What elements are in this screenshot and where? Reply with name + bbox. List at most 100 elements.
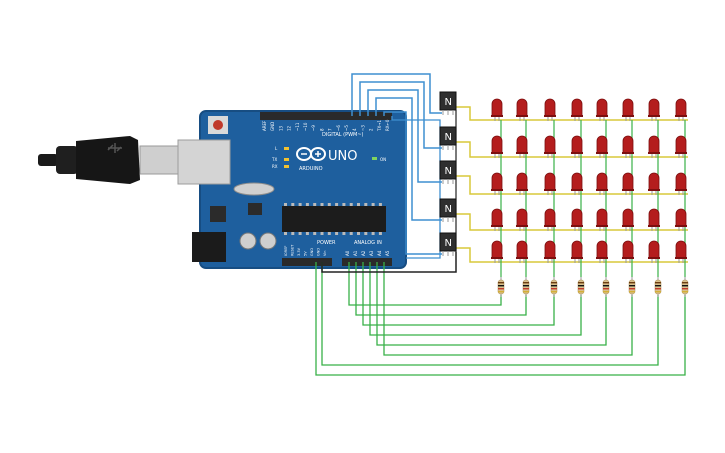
led[interactable] (516, 135, 528, 158)
resistor-band (523, 291, 529, 293)
resistor[interactable] (550, 277, 558, 297)
npn-transistor[interactable]: N (439, 160, 457, 184)
led[interactable] (622, 172, 634, 195)
led-rim (622, 152, 634, 154)
led-rx (284, 165, 289, 168)
led[interactable] (571, 240, 583, 263)
power-pin-label: GND (317, 248, 321, 256)
analog-pin-label: A5 (385, 250, 390, 256)
led-rim (648, 152, 660, 154)
resistor-body (550, 279, 558, 295)
led[interactable] (648, 172, 660, 195)
led[interactable] (491, 208, 503, 231)
led[interactable] (544, 98, 556, 121)
led[interactable] (544, 240, 556, 263)
led[interactable] (622, 98, 634, 121)
led[interactable] (491, 172, 503, 195)
digital-pin-label: 2 (369, 128, 374, 131)
npn-transistor[interactable]: N (439, 126, 457, 150)
digital-pin-label: ~5 (344, 125, 349, 131)
led[interactable] (544, 208, 556, 231)
led[interactable] (622, 135, 634, 158)
resistor[interactable] (602, 277, 610, 297)
crystal (233, 182, 275, 196)
led-rim (596, 257, 608, 259)
usb-cable[interactable] (38, 136, 181, 184)
led[interactable] (516, 208, 528, 231)
led[interactable] (622, 240, 634, 263)
transistor-body (439, 91, 457, 111)
npn-transistor[interactable]: N (439, 198, 457, 222)
led-rim (516, 189, 528, 191)
led[interactable] (491, 135, 503, 158)
power-pin-label: GND (310, 248, 314, 256)
led[interactable] (622, 208, 634, 231)
chip-pin (327, 232, 331, 235)
resistor-body (577, 279, 585, 295)
led[interactable] (544, 135, 556, 158)
led-rim (675, 225, 687, 227)
led-rim (622, 115, 634, 117)
resistor-body (602, 279, 610, 295)
npn-transistor[interactable]: N (439, 91, 457, 115)
led[interactable] (571, 98, 583, 121)
npn-transistor[interactable]: N (439, 232, 457, 256)
chip-pin (335, 203, 339, 206)
led[interactable] (544, 172, 556, 195)
resistor[interactable] (522, 277, 530, 297)
led-body (675, 172, 687, 191)
led[interactable] (596, 208, 608, 231)
led[interactable] (491, 98, 503, 121)
usb-cable-end (38, 154, 58, 166)
led[interactable] (596, 98, 608, 121)
led[interactable] (675, 208, 687, 231)
chip-pin (320, 203, 324, 206)
led-body (648, 98, 660, 117)
resistor[interactable] (577, 277, 585, 297)
led[interactable] (516, 172, 528, 195)
led-body (648, 172, 660, 191)
resistor-band (578, 291, 584, 293)
led-rim (544, 189, 556, 191)
led[interactable] (648, 208, 660, 231)
resistor-band (655, 288, 661, 290)
led-on-label: ON (380, 157, 386, 162)
chip-pin (349, 203, 353, 206)
led[interactable] (648, 240, 660, 263)
led[interactable] (675, 240, 687, 263)
led-body (622, 172, 634, 191)
led-body (491, 98, 503, 117)
resistor[interactable] (681, 277, 689, 297)
resistor-band (629, 285, 635, 287)
led-rim (516, 115, 528, 117)
led[interactable] (491, 240, 503, 263)
capacitor-2 (259, 232, 277, 250)
resistor[interactable] (497, 277, 505, 297)
led[interactable] (648, 135, 660, 158)
led[interactable] (596, 240, 608, 263)
reset-button[interactable] (213, 120, 223, 130)
led[interactable] (675, 135, 687, 158)
led[interactable] (648, 98, 660, 121)
led[interactable] (516, 240, 528, 263)
led[interactable] (596, 172, 608, 195)
chip-pin (305, 203, 309, 206)
led[interactable] (675, 172, 687, 195)
capacitor-1 (239, 232, 257, 250)
led[interactable] (571, 135, 583, 158)
led[interactable] (516, 98, 528, 121)
led-body (622, 208, 634, 227)
led[interactable] (675, 98, 687, 121)
led-body (491, 172, 503, 191)
resistor[interactable] (654, 277, 662, 297)
resistor-body (497, 279, 505, 295)
led[interactable] (571, 172, 583, 195)
resistor-band (578, 285, 584, 287)
led[interactable] (596, 135, 608, 158)
led[interactable] (571, 208, 583, 231)
led-rim (544, 115, 556, 117)
resistor[interactable] (628, 277, 636, 297)
led-body (516, 172, 528, 191)
